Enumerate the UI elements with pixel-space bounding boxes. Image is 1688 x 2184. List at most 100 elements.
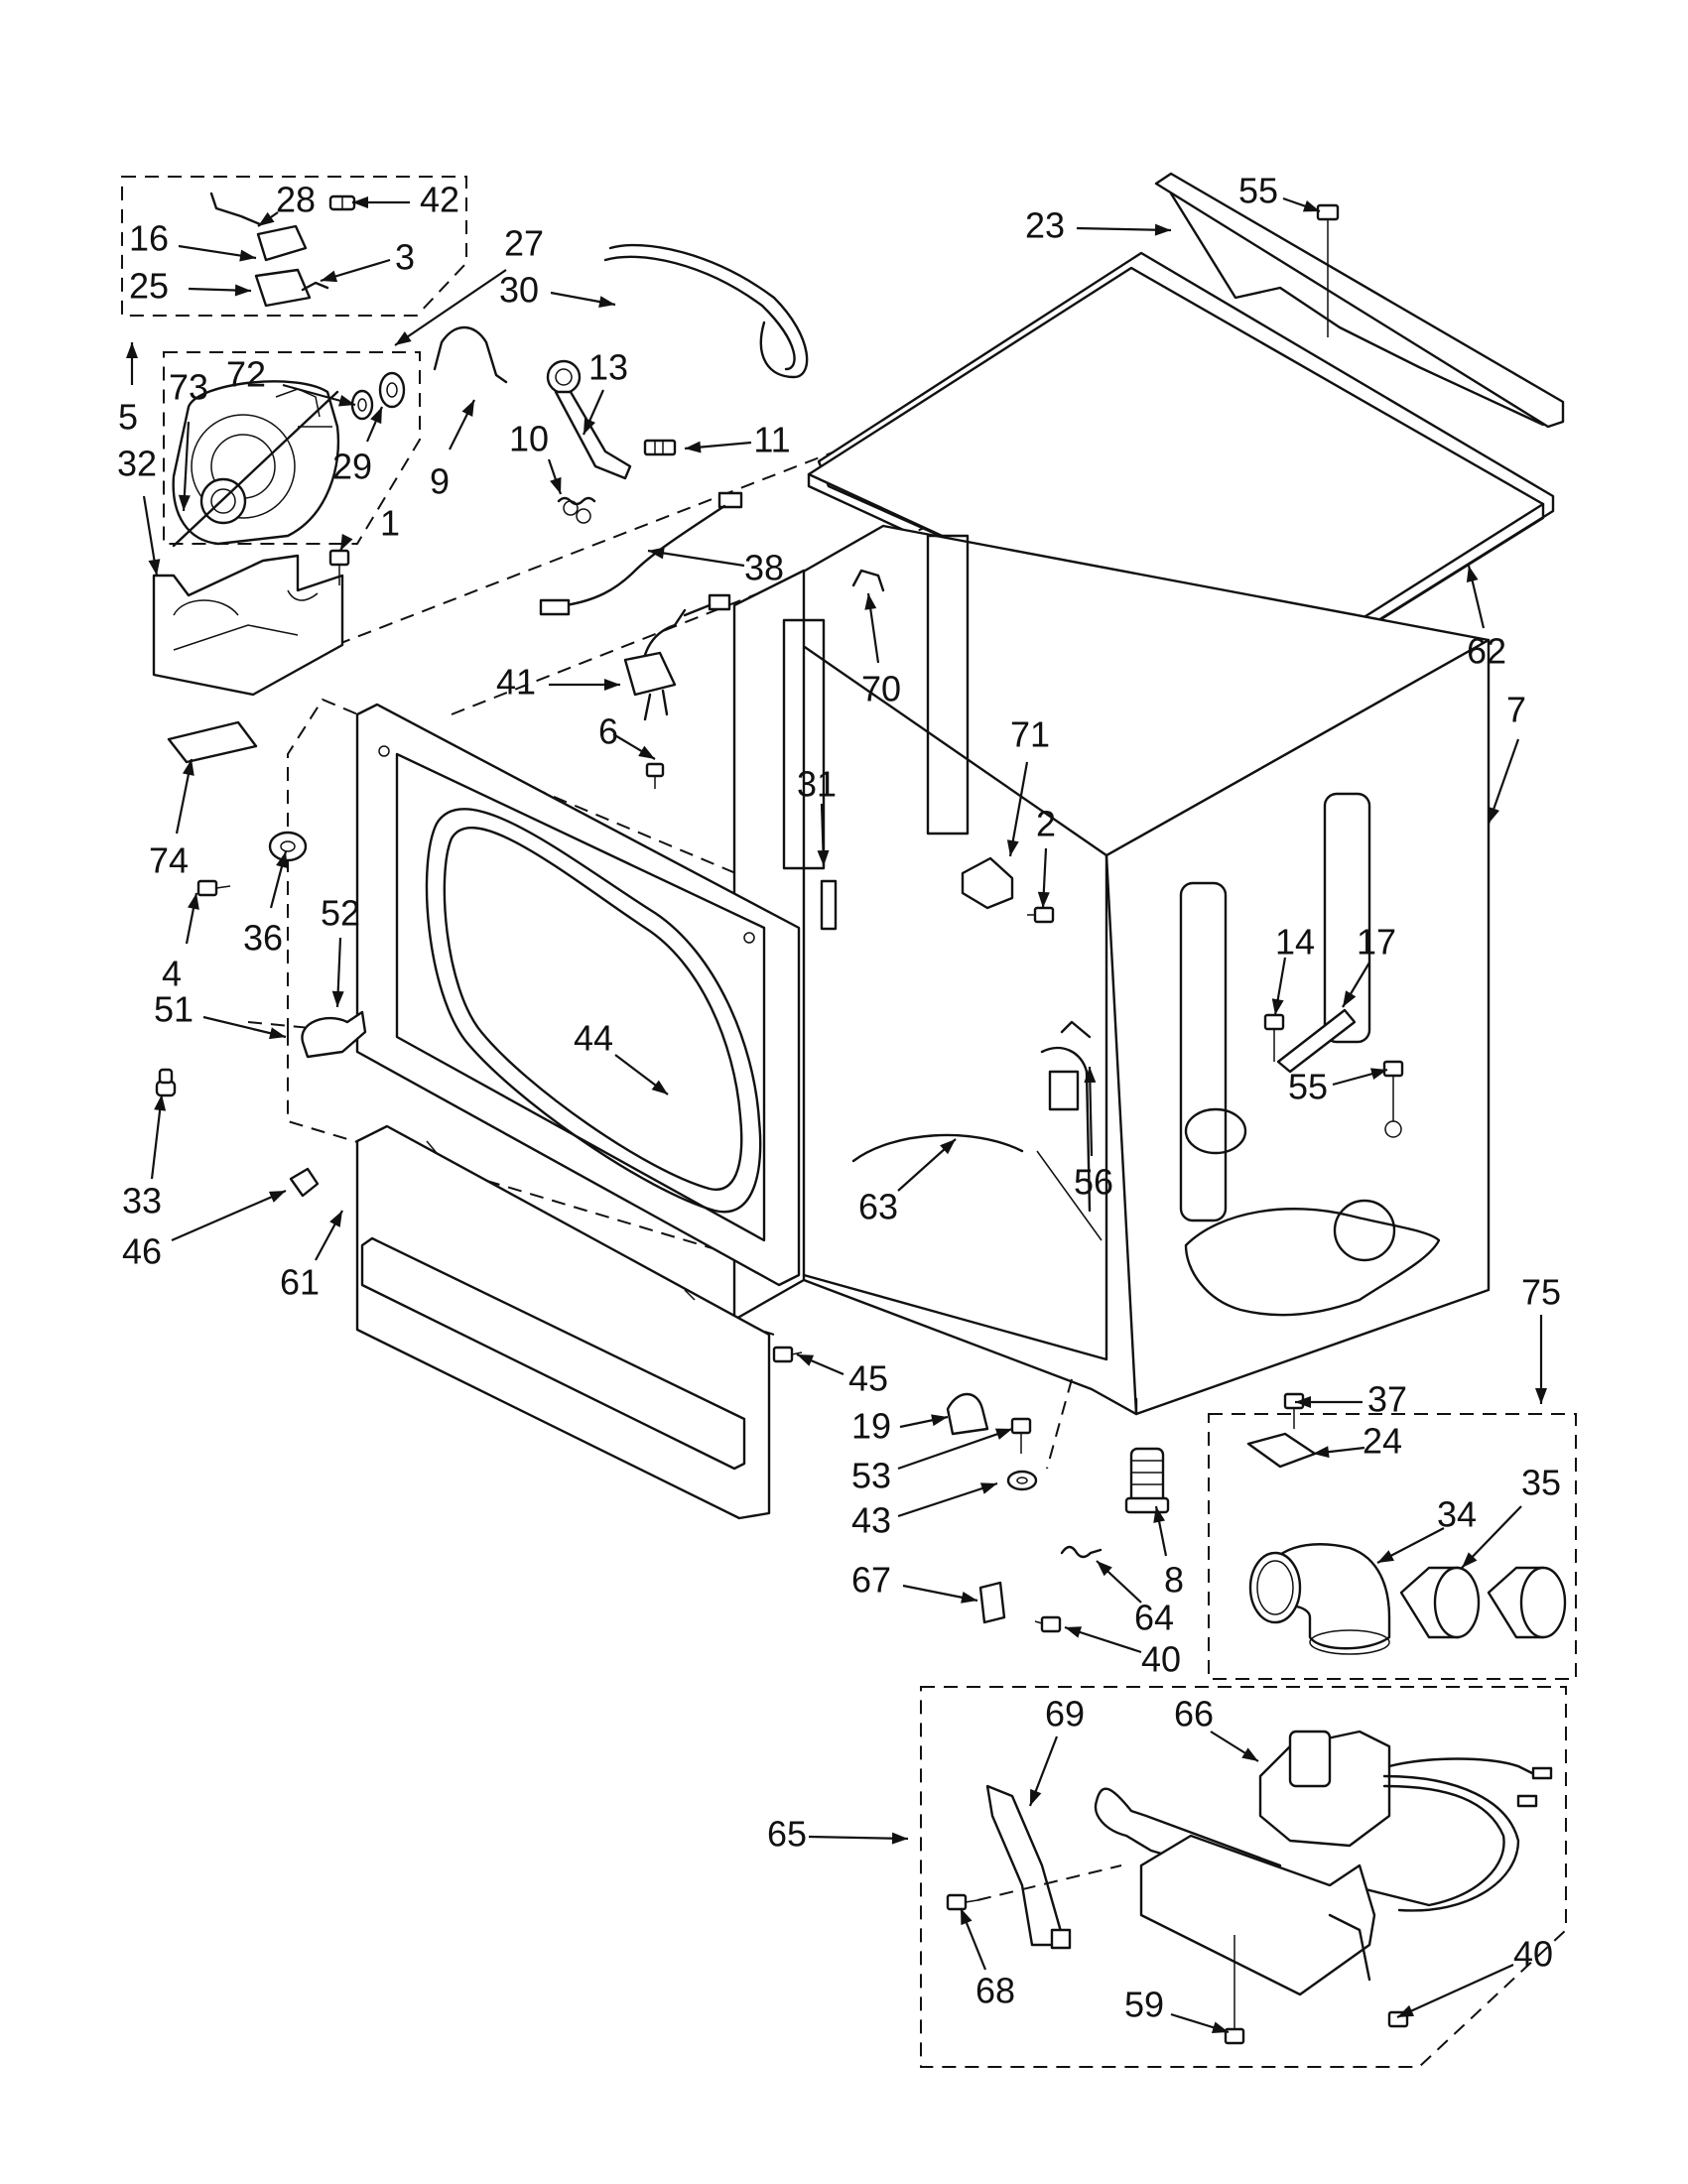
part-number-label: 37 [1367,1379,1407,1420]
part-number-label: 23 [1025,205,1065,246]
part-number-label: 52 [321,893,360,934]
arrowhead [1377,1550,1394,1563]
part-number-label: 71 [1010,714,1050,755]
callout-c19: 19 [851,1406,949,1447]
arrowhead [961,1591,977,1604]
switch-wire [301,281,329,292]
motor [172,371,406,548]
part-number-label: 41 [496,662,536,703]
callout-c51: 51 [154,989,287,1040]
arrowhead [648,547,665,560]
arrowhead [370,407,382,425]
part-number-label: 25 [129,266,169,307]
part-number-label: 59 [1124,1985,1164,2025]
arrowhead [1241,1747,1258,1761]
part-number-label: 56 [1074,1162,1113,1203]
part-number-label: 38 [744,548,784,588]
part-number-label: 40 [1141,1639,1181,1680]
part-number-label: 55 [1238,171,1278,211]
callout-c41: 41 [496,662,620,703]
callout-c74: 74 [149,758,195,881]
exhaust-kit [1246,1392,1567,1655]
arrowhead [148,559,161,576]
arrowhead [1065,1626,1083,1638]
part-number-label: 33 [122,1181,162,1221]
arrowhead [598,296,615,308]
callout-c10: 10 [509,419,563,495]
arrowhead [961,1908,973,1926]
leader-line [171,1189,287,1242]
part-number-label: 30 [499,270,539,311]
callout-c42: 42 [352,180,459,220]
callout-c69: 69 [1028,1694,1085,1807]
callout-c59: 59 [1124,1985,1230,2034]
callout-c14: 14 [1271,922,1315,1016]
part-number-label: 63 [858,1187,898,1227]
arrowhead [817,849,830,866]
switch-lower [254,268,312,308]
switch-body [256,224,308,262]
callout-c9: 9 [430,399,475,502]
callout-c37: 37 [1295,1379,1407,1420]
part-number-label: 53 [851,1456,891,1496]
callout-c27: 27 [394,223,544,346]
part-number-label: 70 [861,669,901,709]
callout-c75: 75 [1521,1272,1561,1404]
arrowhead [1037,891,1050,908]
part-number-label: 34 [1437,1494,1477,1535]
arrowhead [154,1094,167,1111]
callout-c55b: 55 [1288,1067,1388,1107]
leader-line [647,549,745,568]
exhaust-elbow-34 [1248,1543,1391,1655]
arrowhead [891,1832,908,1845]
motor-kit-box [163,351,421,545]
part-number-label: 16 [129,218,169,259]
part-number-label: 36 [243,918,283,959]
base-hardware [946,1392,1170,1633]
front-panel [355,703,801,1287]
part-number-label: 51 [154,989,194,1030]
arrowhead [1488,806,1499,824]
gas-valve-kit [946,1730,1553,2045]
callout-c67: 67 [851,1560,978,1604]
callout-c40b: 40 [1396,1934,1553,2019]
part-number-label: 2 [1036,804,1056,844]
label-plate [167,720,258,764]
callout-c64: 64 [1096,1560,1174,1638]
callout-c45: 45 [796,1352,888,1399]
leader-line [897,1481,998,1518]
part-number-label: 64 [1134,1598,1174,1638]
arrowhead [182,759,195,776]
callout-c73: 73 [169,367,208,512]
callout-c24: 24 [1312,1421,1402,1462]
arrowhead [994,1428,1012,1440]
callout-c68: 68 [959,1907,1015,2011]
arrowhead [651,1080,668,1094]
part-number-label: 66 [1174,1694,1214,1734]
callout-c43: 43 [851,1481,998,1541]
screw-40-base [1034,1615,1062,1633]
gas-valve-66 [1258,1730,1553,1912]
part-number-label: 35 [1521,1463,1561,1503]
part-number-label: 45 [848,1358,888,1399]
cabinet [732,524,1491,1416]
part-number-label: 31 [797,764,837,805]
callout-c65: 65 [767,1814,909,1855]
arrowhead [1154,223,1171,236]
callout-c13: 13 [582,347,628,436]
arrowhead [321,270,338,283]
exhaust-hood-35b [1487,1566,1567,1639]
spring-clip-64 [1060,1545,1103,1559]
callout-c61: 61 [280,1210,343,1303]
arrowhead [258,211,275,226]
arrowhead [685,441,702,453]
screw-45 [772,1346,803,1363]
callout-c5: 5 [118,342,138,438]
leader-line [897,1427,1013,1471]
callout-c3: 3 [320,237,415,283]
part-number-label: 43 [851,1500,891,1541]
arrowhead [395,331,412,345]
arrowhead [1462,1552,1478,1568]
arrowhead [931,1414,948,1427]
